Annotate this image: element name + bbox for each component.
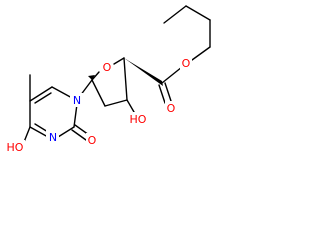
bond-c4-c3 — [91, 79, 106, 107]
atom-labels: O O O HO N N HO O — [5, 56, 192, 154]
bond-c2-c1 — [123, 57, 128, 101]
wedge-c1-ester — [124, 58, 163, 86]
ester-oxygen-label: O — [182, 57, 191, 70]
bond-c6-c5-inner — [34, 92, 52, 104]
bond-urea-double-b — [71, 129, 87, 141]
bond-butyl-2 — [185, 5, 211, 21]
enol-hydroxyl-label: HO — [7, 141, 24, 154]
molecule-structure-drawing: O O O HO N N HO O — [5, 5, 211, 154]
bond-c1-ring-o — [113, 57, 125, 65]
ring-nitrogen-label: N — [73, 94, 81, 107]
hydroxyl-label: HO — [130, 113, 147, 126]
bond-c4-n3 — [29, 126, 49, 138]
bond-ring-o-c4 — [91, 71, 100, 81]
bond-carbonyl-double-b — [158, 84, 166, 104]
amide-nitrogen-label: N — [49, 131, 57, 144]
wedge-c4-stereo — [88, 75, 95, 80]
bond-c4-n3-inner — [34, 123, 49, 133]
bond-n3-c2 — [57, 126, 75, 138]
carbonyl-oxygen-label: O — [167, 102, 176, 115]
bond-ester-o-carbonyl-c — [161, 66, 183, 84]
bond-c2-n1 — [73, 103, 78, 128]
urea-oxygen-label: O — [88, 134, 97, 147]
ring-oxygen-label: O — [103, 61, 112, 74]
bonds — [23, 5, 211, 143]
bond-c2-hydroxyl — [126, 99, 135, 113]
bond-c6-c5 — [29, 86, 53, 102]
bond-butyl-1 — [163, 5, 187, 24]
bond-carbonyl-double-a — [164, 82, 172, 102]
stereo-wedges — [88, 58, 163, 86]
bond-c3-c2 — [104, 99, 128, 107]
bond-butyl-ester-o — [191, 46, 211, 61]
bond-enol-hydroxyl — [23, 126, 31, 143]
